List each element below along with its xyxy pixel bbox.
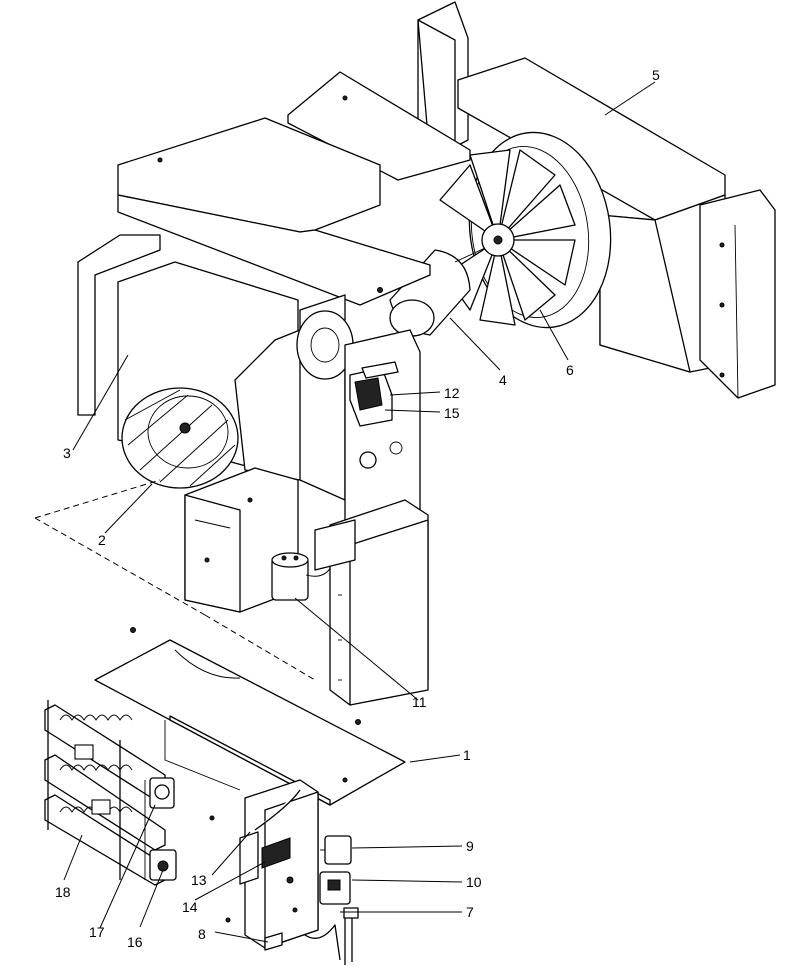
top-cover-panels [117, 71, 471, 306]
callout-18: 18 [55, 884, 71, 900]
callout-1: 1 [463, 747, 471, 763]
part-8-bracket [209, 815, 283, 951]
callout-16: 16 [127, 934, 143, 950]
callout-4: 4 [499, 372, 507, 388]
control-panel [239, 779, 319, 949]
part-5-condenser-shroud [417, 1, 776, 399]
callout-17: 17 [89, 924, 105, 940]
part-4-fan-motor [389, 247, 486, 337]
part-7-wiring-harness [304, 907, 359, 965]
callout-11: 11 [412, 694, 427, 710]
callout-13: 13 [191, 872, 207, 888]
side-panel-assembly [314, 499, 429, 706]
callout-6: 6 [566, 362, 574, 378]
part-16-17-switches [144, 777, 177, 881]
part-11-capacitor [271, 552, 333, 601]
callout-10: 10 [466, 874, 482, 890]
callout-3: 3 [63, 445, 71, 461]
part-2-blower-wheel [121, 387, 239, 489]
callout-15: 15 [444, 405, 460, 421]
leader-lines [63, 81, 656, 943]
alignment-guides [34, 479, 316, 681]
part-9-selector-switch [320, 835, 352, 865]
part-10-relay [319, 871, 351, 905]
callout-7: 7 [466, 904, 474, 920]
callout-labels: 1 2 3 4 5 6 7 8 9 10 11 12 13 14 15 16 1… [55, 67, 660, 950]
callout-12: 12 [444, 385, 460, 401]
callout-14: 14 [182, 899, 198, 915]
part-12-15-control-board [349, 361, 399, 427]
callout-8: 8 [198, 926, 206, 942]
callout-5: 5 [652, 67, 660, 83]
callout-2: 2 [98, 532, 106, 548]
motor-mount-bracket [184, 467, 299, 613]
callout-9: 9 [466, 838, 474, 854]
part-18-heater-assembly [44, 700, 166, 886]
part-6-fan-blade [439, 131, 612, 329]
